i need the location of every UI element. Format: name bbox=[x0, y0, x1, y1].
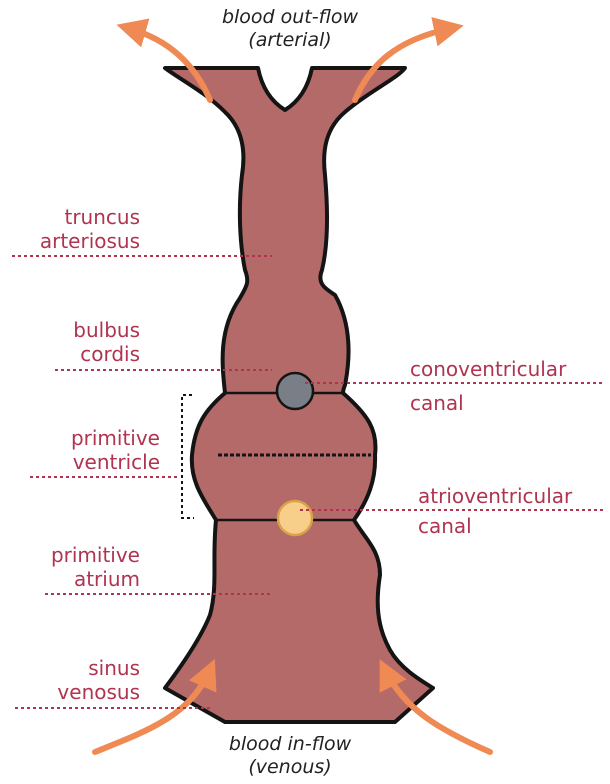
inflow-caption-line2: (venous) bbox=[180, 756, 400, 779]
conoventricular-label-line1: conoventricular bbox=[410, 357, 610, 381]
sinus-label-line2: venosus bbox=[20, 680, 140, 704]
inflow-caption-line1: blood in-flow bbox=[180, 733, 400, 756]
truncus-label-line2: arteriosus bbox=[20, 229, 140, 253]
conoventricular-label-line2: canal bbox=[410, 391, 610, 415]
atrium-label: primitive atrium bbox=[20, 543, 140, 591]
outflow-caption: blood out-flow (arterial) bbox=[180, 6, 400, 52]
sinus-label-line1: sinus bbox=[20, 656, 140, 680]
atrium-label-line1: primitive bbox=[20, 543, 140, 567]
truncus-label-line1: truncus bbox=[20, 205, 140, 229]
bulbus-label-line1: bulbus bbox=[20, 318, 140, 342]
atrioventricular-canal-dot bbox=[278, 501, 312, 535]
inflow-caption: blood in-flow (venous) bbox=[180, 733, 400, 779]
atrium-label-line2: atrium bbox=[20, 567, 140, 591]
sinus-label: sinus venosus bbox=[20, 656, 140, 704]
bulbus-label: bulbus cordis bbox=[20, 318, 140, 366]
atrioventricular-label-line1: atrioventricular bbox=[418, 484, 608, 508]
ventricle-label-line1: primitive bbox=[20, 426, 160, 450]
outflow-caption-line1: blood out-flow bbox=[180, 6, 400, 29]
ventricle-label-line2: ventricle bbox=[20, 450, 160, 474]
bulbus-label-line2: cordis bbox=[20, 342, 140, 366]
ventricle-label: primitive ventricle bbox=[20, 426, 160, 474]
atrioventricular-label: atrioventricular canal bbox=[418, 484, 608, 538]
conoventricular-label: conoventricular canal bbox=[410, 357, 610, 415]
truncus-label: truncus arteriosus bbox=[20, 205, 140, 253]
conoventricular-canal-dot bbox=[277, 373, 313, 409]
atrioventricular-label-line2: canal bbox=[418, 514, 608, 538]
outflow-caption-line2: (arterial) bbox=[180, 29, 400, 52]
